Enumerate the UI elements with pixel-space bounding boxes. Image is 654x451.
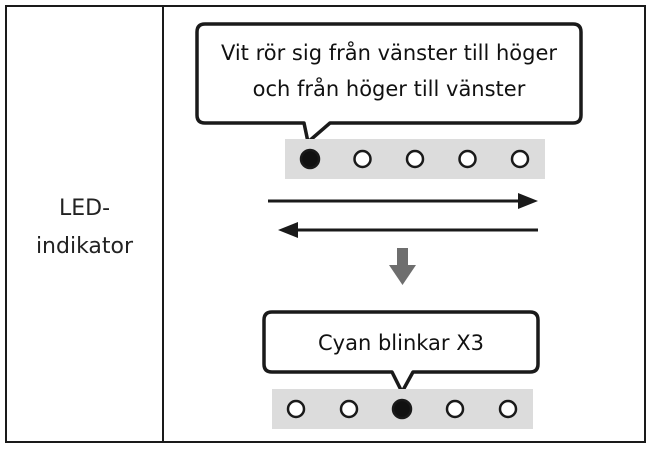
right-arrow — [268, 193, 538, 209]
led-lit — [299, 148, 321, 170]
led-off — [498, 399, 518, 419]
top-speech-bubble: Vit rör sig från vänster till höger och … — [195, 22, 583, 144]
left-arrow — [278, 222, 538, 238]
led-off — [339, 399, 359, 419]
led-strip-top-dots — [299, 148, 530, 170]
table-frame — [5, 5, 646, 443]
row-label-line1: LED- — [58, 196, 111, 221]
led-off — [286, 399, 306, 419]
led-strip-bottom-dots — [286, 398, 518, 420]
bottom-speech-bubble: Cyan blinkar X3 — [262, 310, 540, 394]
led-off — [510, 149, 530, 169]
top-bubble-line1: Vit rör sig från vänster till höger — [221, 40, 557, 65]
led-off — [405, 149, 425, 169]
led-off — [353, 149, 372, 169]
down-arrow — [389, 248, 416, 285]
column-divider — [162, 5, 164, 443]
top-bubble-line2: och från höger till vänster — [253, 76, 526, 101]
led-off — [445, 399, 465, 419]
led-lit — [391, 398, 413, 420]
row-label: LED- indikator — [7, 190, 162, 266]
led-off — [458, 149, 477, 169]
row-label-line2: indikator — [35, 234, 134, 259]
bottom-bubble-text: Cyan blinkar X3 — [318, 331, 484, 355]
